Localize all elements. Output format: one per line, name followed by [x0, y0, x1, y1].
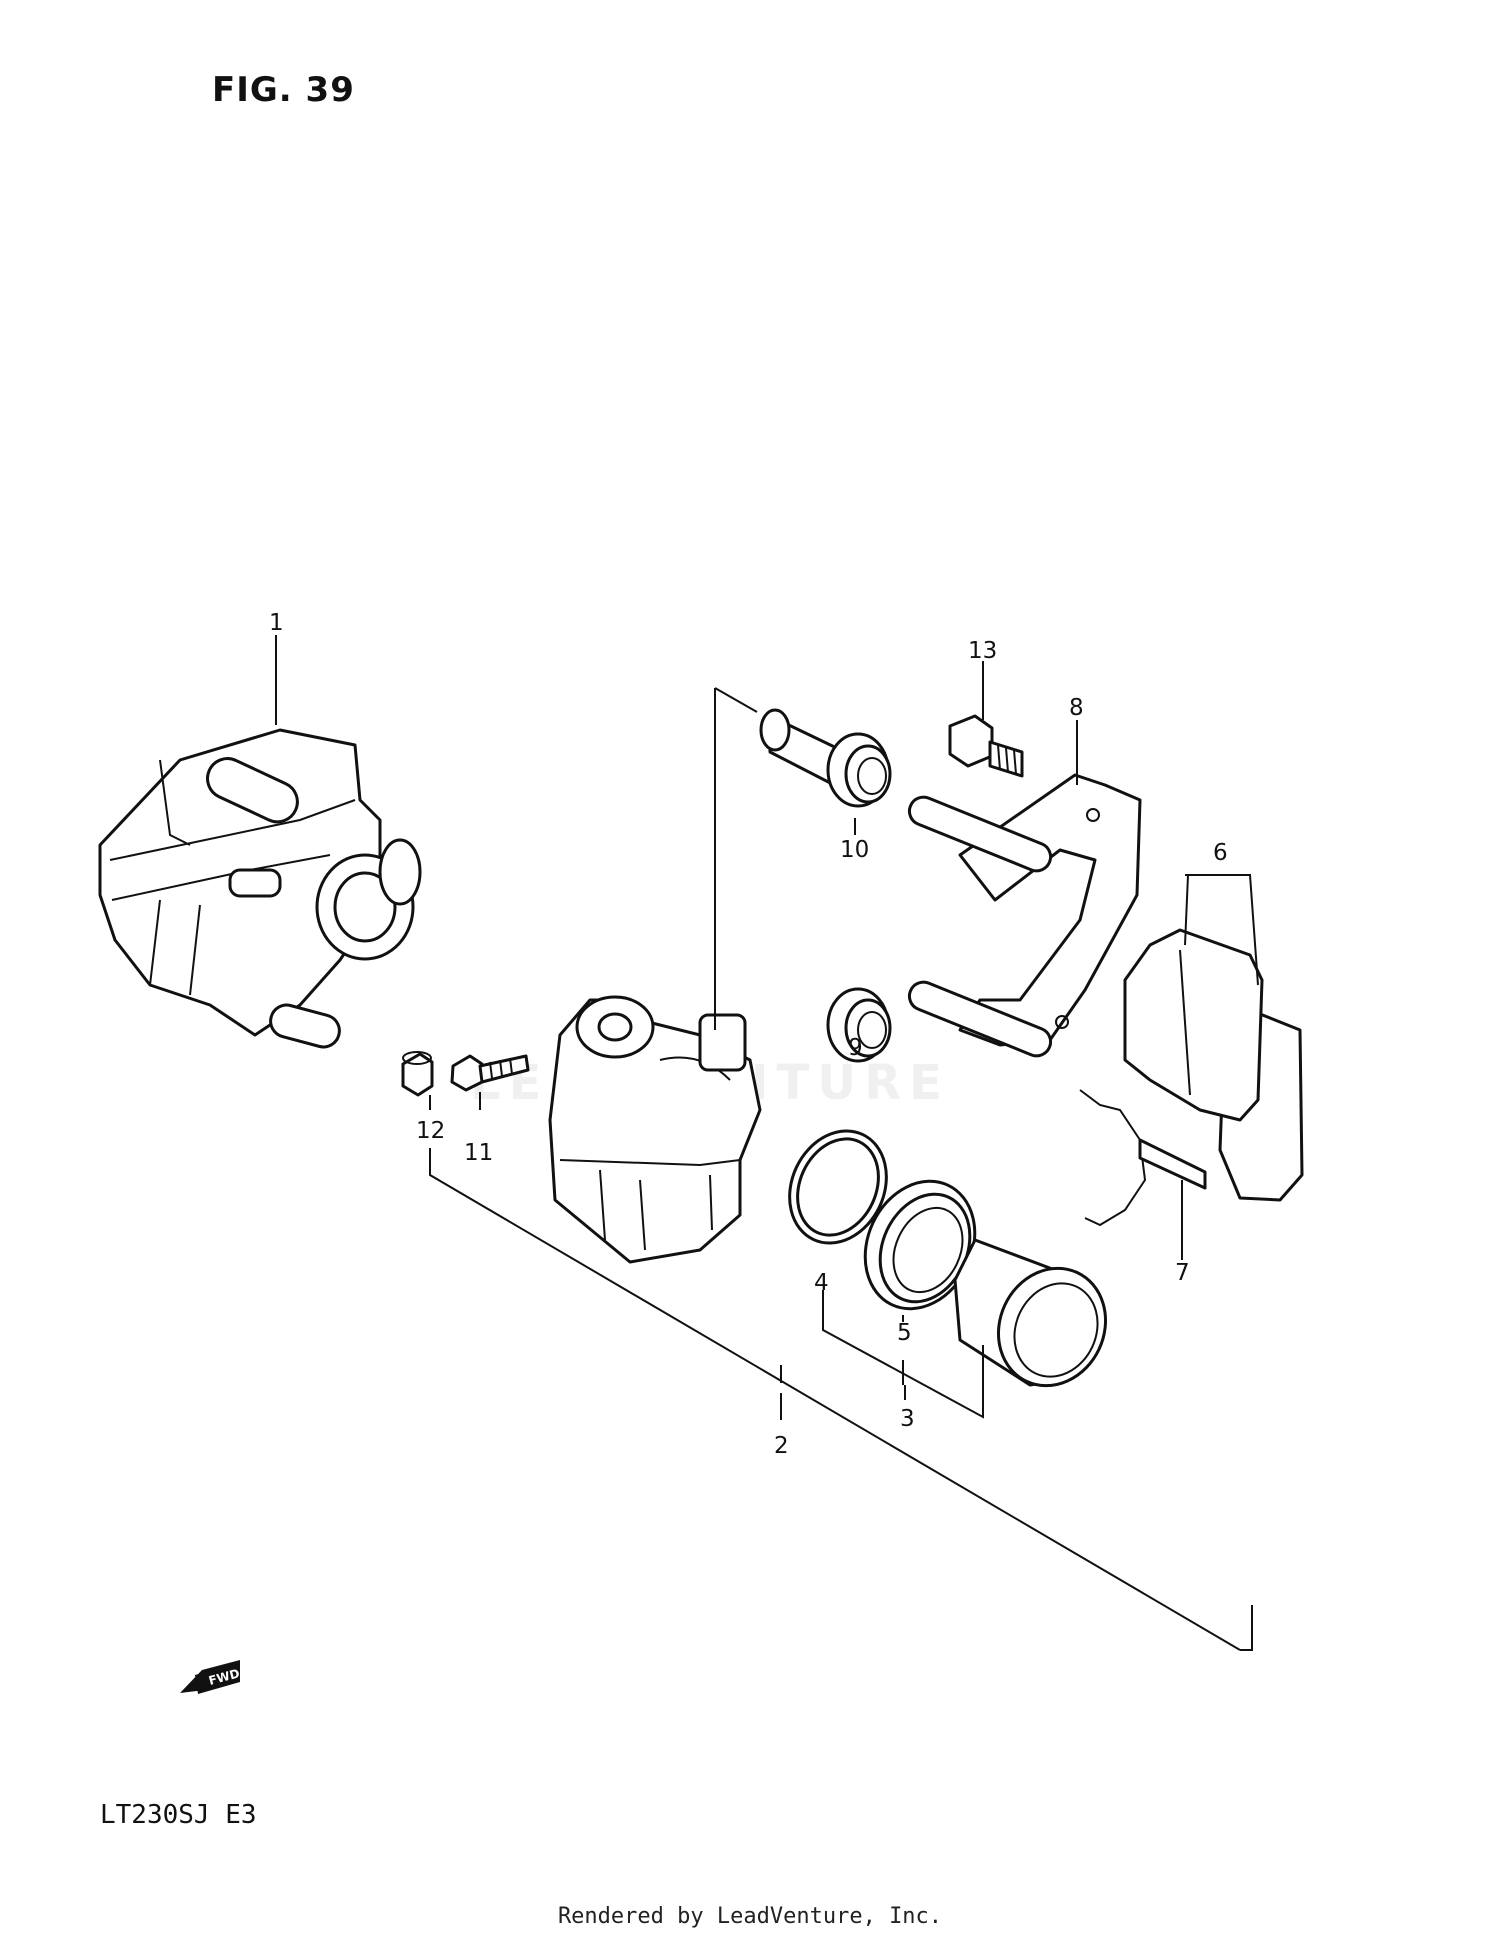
callout-1: 1 [269, 610, 284, 636]
fwd-arrow-icon: FWD [180, 1660, 241, 1694]
part-9-boot[interactable] [826, 987, 892, 1063]
part-2-caliper-body[interactable] [548, 995, 762, 1264]
part-1-caliper-assembly[interactable] [98, 728, 422, 1051]
callout-8: 8 [1069, 695, 1084, 721]
footer-credit: Rendered by LeadVenture, Inc. [557, 1904, 943, 1929]
part-8-bracket[interactable] [905, 773, 1142, 1060]
part-12-bleeder-cap[interactable] [401, 1051, 434, 1097]
part-11-bleeder-screw[interactable] [450, 1054, 530, 1092]
callout-9: 9 [848, 1035, 863, 1061]
part-7-pad-spring[interactable] [1079, 1089, 1207, 1227]
callout-10: 10 [840, 837, 869, 863]
callout-7: 7 [1175, 1260, 1190, 1286]
callout-5: 5 [897, 1320, 912, 1346]
part-3-piston[interactable] [953, 1238, 1124, 1403]
leader-lines [275, 635, 1259, 1651]
callout-13: 13 [968, 638, 997, 664]
part-6-brake-pads[interactable] [1123, 928, 1304, 1202]
callout-4: 4 [814, 1270, 829, 1296]
part-10-slide-pin-boot[interactable] [759, 708, 892, 808]
callout-6: 6 [1213, 840, 1228, 866]
callout-12: 12 [416, 1118, 445, 1144]
callout-3: 3 [900, 1406, 915, 1432]
part-4-piston-seal[interactable] [772, 1115, 904, 1259]
callout-11: 11 [464, 1140, 493, 1166]
callout-2: 2 [774, 1433, 789, 1459]
part-13-bolt[interactable] [948, 714, 1024, 778]
model-code: LT230SJ E3 [100, 1800, 257, 1830]
part-5-dust-seal[interactable] [845, 1163, 995, 1327]
figure-title: FIG. 39 [212, 70, 355, 110]
